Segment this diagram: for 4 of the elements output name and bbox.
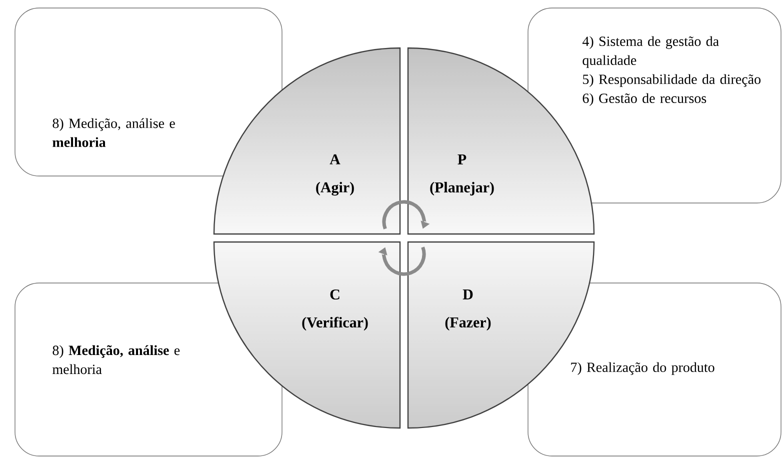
text-box: 4) Sistema de gestão da qualidade 5) Responsabilidade da direção 6) Gestão de recursos [528,8,782,204]
text-box: 8) Medição, análise e melhoria [14,8,282,176]
text-box: 8) Medição, análise e melhoria [14,282,282,456]
text-box: 7) Realização do produto [528,282,782,456]
